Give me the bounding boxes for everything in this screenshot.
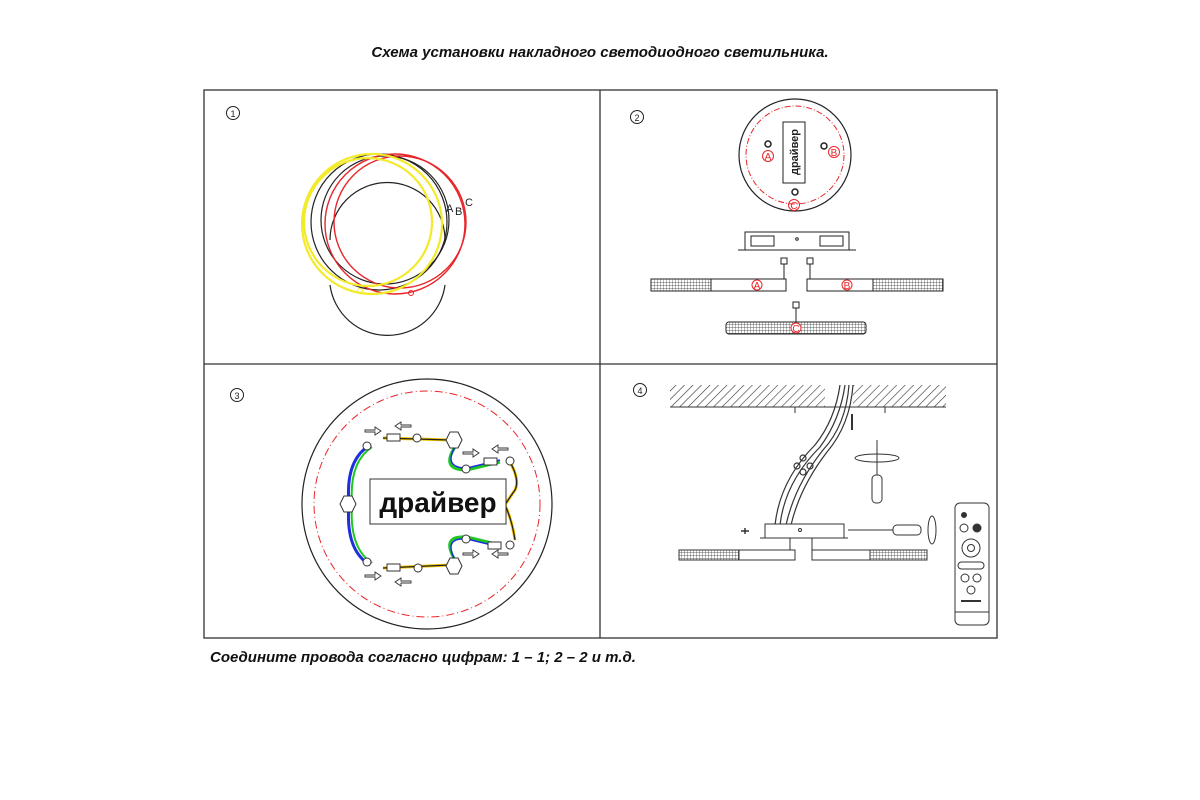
power-cables xyxy=(774,384,854,526)
svg-text:C: C xyxy=(792,324,799,335)
step-number-4: 4 xyxy=(633,383,647,397)
screwdriver-side-icon xyxy=(741,515,937,545)
ring-diagram xyxy=(300,152,467,336)
step-number-1: 1 xyxy=(226,106,240,120)
panel-3: 3 xyxy=(230,378,553,630)
panel-grid xyxy=(203,89,998,639)
base-plate-top-view: драйвер A B C xyxy=(738,98,852,212)
ring-label-c: C xyxy=(465,197,473,209)
svg-text:A: A xyxy=(765,152,772,163)
driver-housing xyxy=(760,523,848,550)
connectors xyxy=(339,431,515,575)
driver-label: драйвер xyxy=(789,129,801,175)
light-arm-c: C xyxy=(725,301,867,335)
step-number-2: 2 xyxy=(630,110,644,124)
panel-4: 4 xyxy=(633,383,990,626)
panel-1: 1 A B C xyxy=(226,106,473,336)
ceiling xyxy=(670,385,946,413)
svg-text:C: C xyxy=(790,201,797,212)
svg-text:A: A xyxy=(754,281,761,292)
svg-text:1: 1 xyxy=(230,109,235,119)
direction-arrows xyxy=(364,421,509,587)
panel-2: 2 драйвер A B C xyxy=(630,98,944,335)
svg-text:4: 4 xyxy=(637,386,642,396)
light-arm-a: A xyxy=(650,257,788,292)
step-number-3: 3 xyxy=(230,388,244,402)
svg-text:B: B xyxy=(844,281,851,292)
driver-housing xyxy=(738,231,856,251)
ring-label-b: B xyxy=(455,206,462,218)
light-arm-b: B xyxy=(806,257,944,292)
driver-label: драйвер xyxy=(379,487,496,518)
ring-label-a: A xyxy=(446,203,454,215)
svg-text:2: 2 xyxy=(634,113,639,123)
screwdriver-icon xyxy=(854,440,900,504)
footer-instruction: Соедините провода согласно цифрам: 1 – 1… xyxy=(210,649,636,666)
svg-text:B: B xyxy=(831,148,838,159)
svg-text:3: 3 xyxy=(234,391,239,401)
light-arms xyxy=(678,549,928,561)
remote-control-icon xyxy=(954,502,990,626)
page-title: Схема установки накладного светодиодного… xyxy=(371,44,829,61)
